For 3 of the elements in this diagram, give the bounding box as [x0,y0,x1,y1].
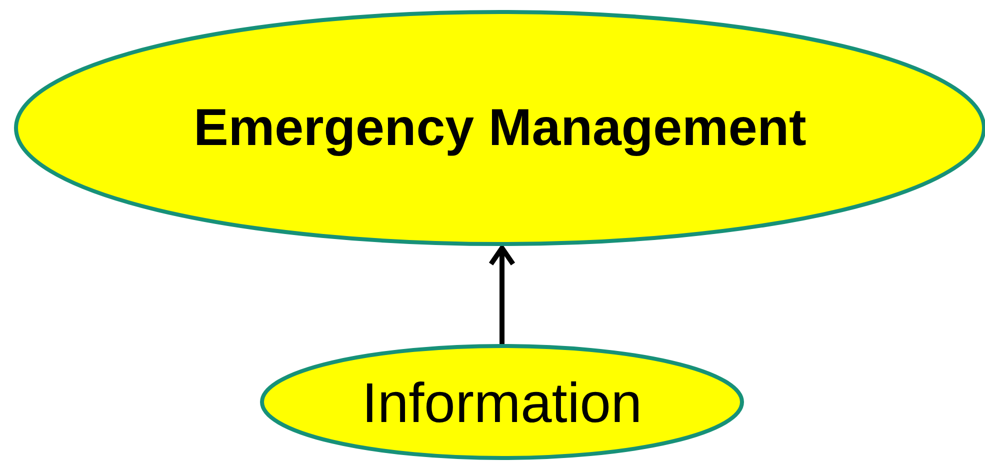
arrow [488,246,516,344]
node-label: Emergency Management [194,98,806,158]
node-label: Information [362,370,642,434]
